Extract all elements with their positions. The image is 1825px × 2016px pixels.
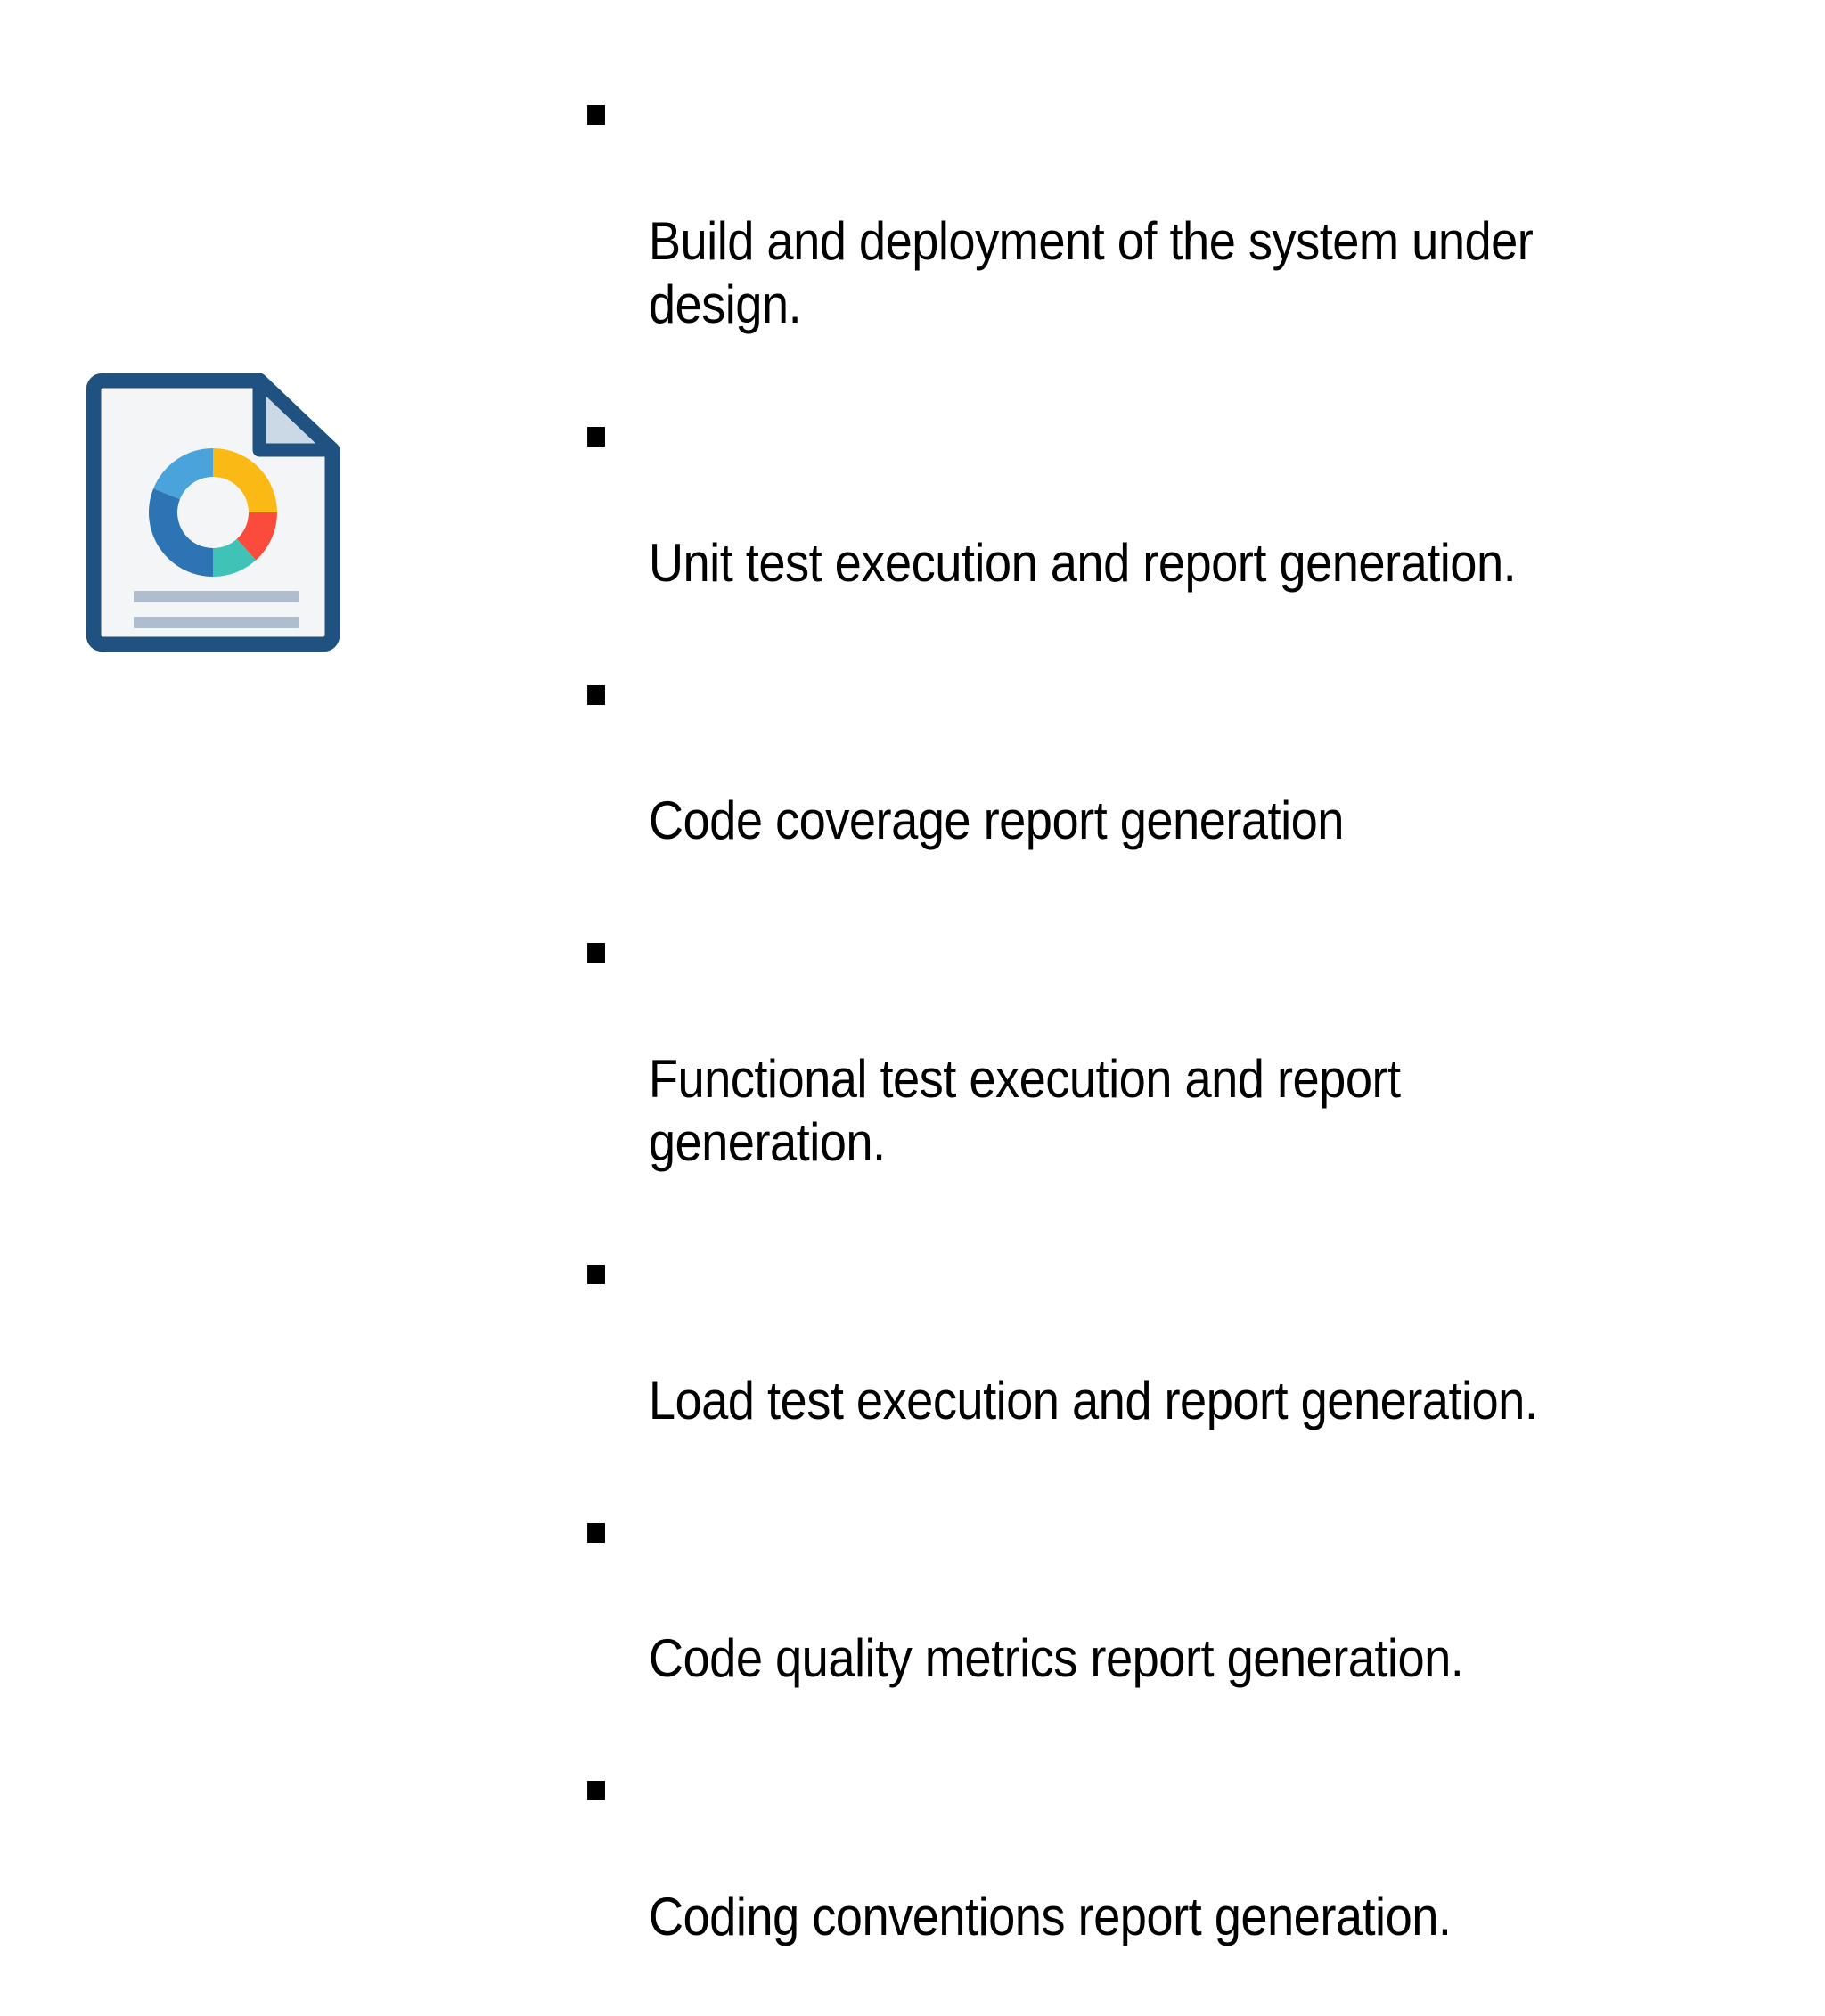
list-item-label: Unit test execution and report generatio… bbox=[648, 532, 1517, 593]
list-item: Code quality metrics report generation. bbox=[545, 1500, 1642, 1755]
page-fold-corner bbox=[252, 373, 340, 457]
donut-chart bbox=[148, 448, 277, 577]
list-item-label: Code quality metrics report generation. bbox=[648, 1628, 1464, 1689]
square-bullet-icon bbox=[587, 105, 605, 125]
report-document-icon bbox=[85, 361, 352, 664]
list-item-label: Load test execution and report generatio… bbox=[648, 1370, 1538, 1430]
list-item-label: Code coverage report generation bbox=[648, 791, 1345, 851]
square-bullet-icon bbox=[587, 1522, 605, 1543]
list-item-label: Build and deployment of the system under… bbox=[648, 210, 1534, 335]
square-bullet-icon bbox=[587, 684, 605, 705]
square-bullet-icon bbox=[587, 1781, 605, 1801]
document-text-line-1 bbox=[134, 591, 299, 602]
donut-segment-4 bbox=[148, 488, 213, 577]
document-text-line-2 bbox=[134, 617, 299, 628]
square-bullet-icon bbox=[587, 943, 605, 963]
list-item: Code coverage report generation bbox=[545, 662, 1642, 917]
donut-segment-5 bbox=[153, 448, 213, 500]
square-bullet-icon bbox=[587, 426, 605, 447]
list-item-label: Coding conventions report generation. bbox=[648, 1886, 1452, 1946]
list-item-label: Functional test execution and report gen… bbox=[648, 1048, 1401, 1173]
list-item: Functional test execution and report gen… bbox=[545, 920, 1642, 1238]
donut-segment-2 bbox=[236, 512, 277, 561]
donut-segment-3 bbox=[213, 538, 257, 577]
list-item: Build and deployment of the system under… bbox=[545, 82, 1642, 400]
donut-segment-1 bbox=[213, 448, 277, 512]
bullet-list: Build and deployment of the system under… bbox=[545, 82, 1757, 2016]
list-item: Unit test execution and report generatio… bbox=[545, 404, 1642, 659]
square-bullet-icon bbox=[587, 1265, 605, 1285]
report-document-icon-svg bbox=[86, 373, 340, 652]
list-item: Coding conventions report generation. bbox=[545, 1758, 1642, 2012]
document-page-shape bbox=[86, 373, 340, 652]
slide-canvas: Build and deployment of the system under… bbox=[85, 105, 1538, 1946]
